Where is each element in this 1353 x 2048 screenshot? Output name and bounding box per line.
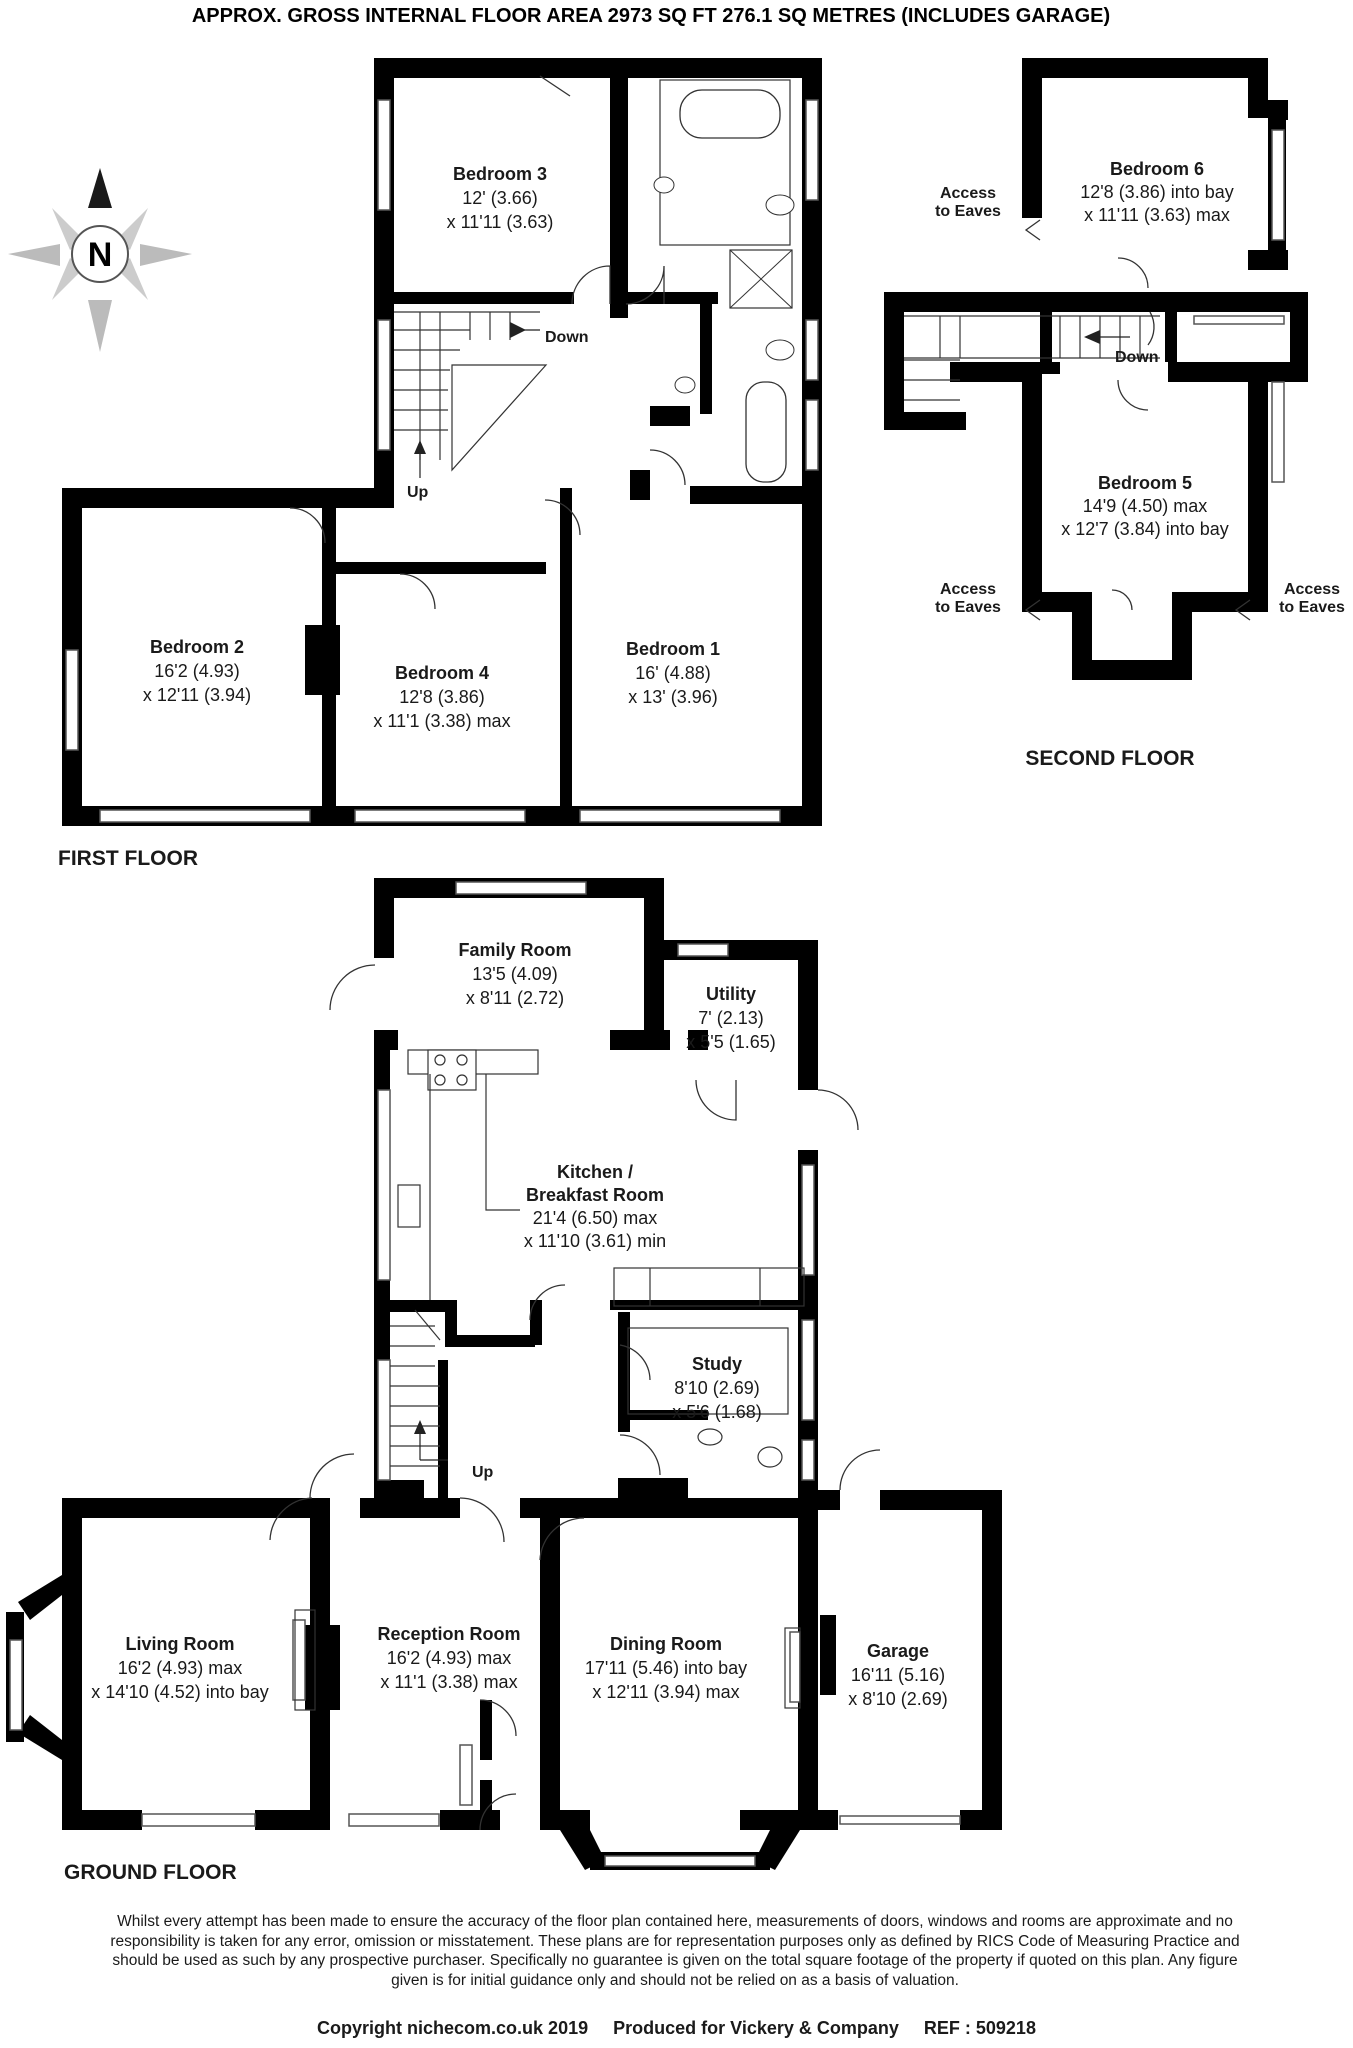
bedroom-4-label: Bedroom 4 [395,663,489,683]
ground-floor-title: GROUND FLOOR [64,1861,237,1884]
eaves-access-label-3: Access [1284,581,1340,598]
svg-text:x 11'10 (3.61) min: x 11'10 (3.61) min [524,1231,666,1251]
svg-text:Breakfast Room: Breakfast Room [526,1185,664,1205]
svg-text:x 5'6 (1.68): x 5'6 (1.68) [672,1402,761,1422]
utility-label: Utility [706,984,756,1004]
svg-text:8'10 (2.69): 8'10 (2.69) [674,1378,760,1398]
svg-text:to Eaves: to Eaves [935,203,1001,220]
compass-letter: N [88,236,113,274]
svg-text:x 12'11 (3.94): x 12'11 (3.94) [143,685,251,705]
disclaimer-text: Whilst every attempt has been made to en… [110,1913,1240,1989]
dining-room-label: Dining Room [610,1634,722,1654]
svg-text:12'8 (3.86): 12'8 (3.86) [399,687,485,707]
svg-text:to Eaves: to Eaves [1279,599,1345,616]
svg-text:21'4 (6.50) max: 21'4 (6.50) max [533,1208,658,1228]
svg-text:x 8'11 (2.72): x 8'11 (2.72) [466,988,564,1008]
reception-room-label: Reception Room [377,1624,520,1644]
svg-text:16'2 (4.93) max: 16'2 (4.93) max [387,1648,512,1668]
study-label: Study [692,1354,742,1374]
ground-floor-plan: Family Room 13'5 (4.09) x 8'11 (2.72) Ut… [6,878,1002,1884]
svg-text:x 8'10 (2.69): x 8'10 (2.69) [848,1689,948,1709]
copyright-text: Copyright nichecom.co.uk 2019 [317,2018,589,2038]
svg-text:13'5 (4.09): 13'5 (4.09) [472,964,558,984]
stairs-up-label-2: Up [472,1464,494,1481]
svg-text:x 12'11 (3.94) max: x 12'11 (3.94) max [592,1682,739,1702]
svg-text:x 11'1 (3.38) max: x 11'1 (3.38) max [373,711,510,731]
svg-text:16' (4.88): 16' (4.88) [635,663,710,683]
svg-text:x 5'5 (1.65): x 5'5 (1.65) [686,1032,775,1052]
footer: Copyright nichecom.co.uk 2019 Produced f… [0,2018,1353,2039]
second-floor-title: SECOND FLOOR [1025,747,1194,770]
living-room-label: Living Room [126,1634,235,1654]
svg-text:x 12'7 (3.84) into bay: x 12'7 (3.84) into bay [1061,519,1229,539]
produced-for-text: Produced for Vickery & Company [613,2018,899,2038]
first-floor-plan: Bedroom 3 12' (3.66) x 11'11 (3.63) Bedr… [58,58,822,870]
svg-text:16'11 (5.16): 16'11 (5.16) [851,1665,945,1685]
svg-text:x 13' (3.96): x 13' (3.96) [628,687,717,707]
svg-text:12' (3.66): 12' (3.66) [462,188,537,208]
bedroom-6-label: Bedroom 6 [1110,159,1204,179]
svg-text:x 11'1 (3.38) max: x 11'1 (3.38) max [380,1672,517,1692]
svg-text:12'8 (3.86) into bay: 12'8 (3.86) into bay [1080,182,1234,202]
garage-label: Garage [867,1641,929,1661]
svg-text:x 11'11 (3.63): x 11'11 (3.63) [447,212,554,232]
svg-text:x 14'10 (4.52) into bay: x 14'10 (4.52) into bay [91,1682,269,1702]
svg-text:17'11 (5.46) into bay: 17'11 (5.46) into bay [585,1658,747,1678]
bedroom-3-label: Bedroom 3 [453,164,547,184]
eaves-access-label-2: Access [940,581,996,598]
kitchen-label: Kitchen / [557,1162,633,1182]
stairs-up-label: Up [407,484,429,501]
svg-text:x 11'11 (3.63) max: x 11'11 (3.63) max [1084,205,1230,225]
svg-text:to Eaves: to Eaves [935,599,1001,616]
second-floor-plan: Bedroom 6 12'8 (3.86) into bay x 11'11 (… [884,58,1345,770]
bedroom-1-label: Bedroom 1 [626,639,720,659]
stairs-down-label: Down [545,329,589,346]
svg-text:16'2 (4.93): 16'2 (4.93) [154,661,240,681]
family-room-label: Family Room [458,940,571,960]
compass-rose-icon: N [8,168,192,352]
bedroom-5-label: Bedroom 5 [1098,473,1192,493]
stairs-down-label-2: Down [1115,349,1159,366]
svg-text:7' (2.13): 7' (2.13) [698,1008,763,1028]
svg-text:16'2 (4.93) max: 16'2 (4.93) max [118,1658,243,1678]
area-header: APPROX. GROSS INTERNAL FLOOR AREA 2973 S… [192,5,1110,27]
svg-text:14'9 (4.50) max: 14'9 (4.50) max [1083,496,1208,516]
reference-text: REF : 509218 [923,2018,1036,2038]
bedroom-2-label: Bedroom 2 [150,637,244,657]
eaves-access-label-1: Access [940,185,996,202]
first-floor-title: FIRST FLOOR [58,847,198,870]
